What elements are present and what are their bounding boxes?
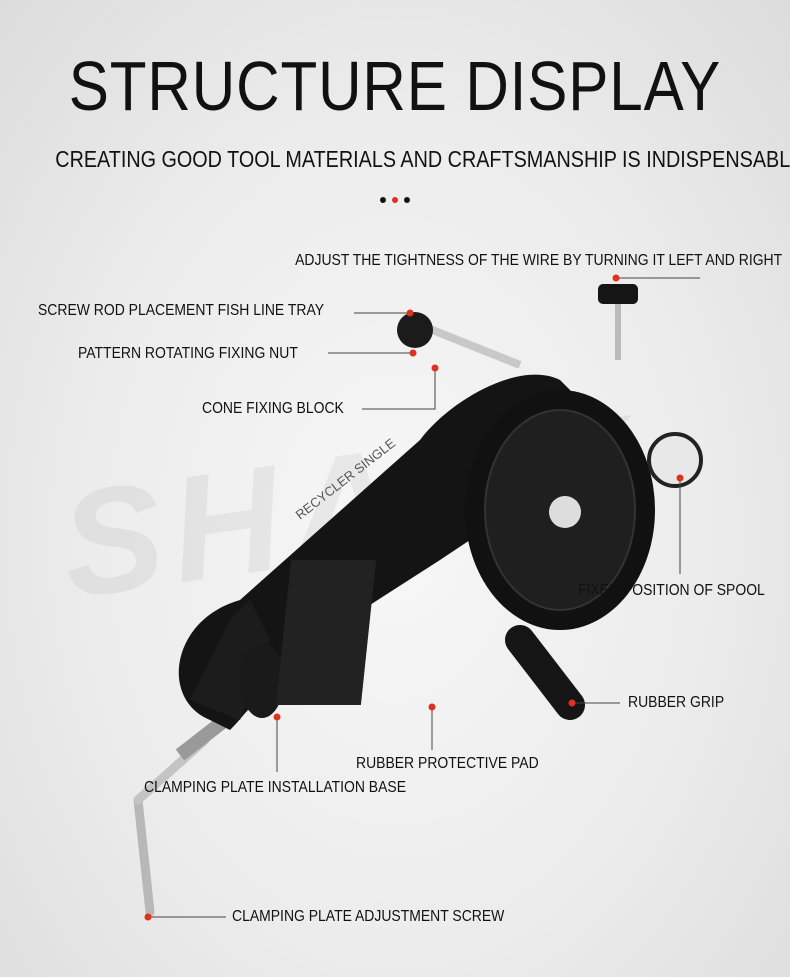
callout-cone: CONE FIXING BLOCK <box>202 400 344 417</box>
dot <box>380 197 386 203</box>
decorative-dots <box>380 197 410 203</box>
rubber-pad <box>275 560 377 705</box>
callout-nut: PATTERN ROTATING FIXING NUT <box>78 345 298 362</box>
dot <box>404 197 410 203</box>
rubber-grip <box>505 625 585 720</box>
page-subtitle: CREATING GOOD TOOL MATERIALS AND CRAFTSM… <box>55 146 790 172</box>
callout-grip: RUBBER GRIP <box>628 694 725 711</box>
callout-dots <box>144 274 684 921</box>
callout-tray: SCREW ROD PLACEMENT FISH LINE TRAY <box>38 302 325 319</box>
callout-spool: FIXED POSITION OF SPOOL <box>578 582 765 599</box>
callout-tightness: ADJUST THE TIGHTNESS OF THE WIRE BY TURN… <box>294 252 782 269</box>
spool-gear <box>647 432 703 488</box>
page-title: STRUCTURE DISPLAY <box>68 47 722 125</box>
tension-knob <box>598 284 638 304</box>
callout-base: CLAMPING PLATE INSTALLATION BASE <box>144 779 407 796</box>
clamp-screw <box>133 679 275 917</box>
callout-pad: RUBBER PROTECTIVE PAD <box>356 755 539 772</box>
fixing-nut <box>397 312 433 348</box>
clamp-plate <box>240 642 284 718</box>
callout-screw: CLAMPING PLATE ADJUSTMENT SCREW <box>232 908 505 925</box>
dot <box>392 197 398 203</box>
